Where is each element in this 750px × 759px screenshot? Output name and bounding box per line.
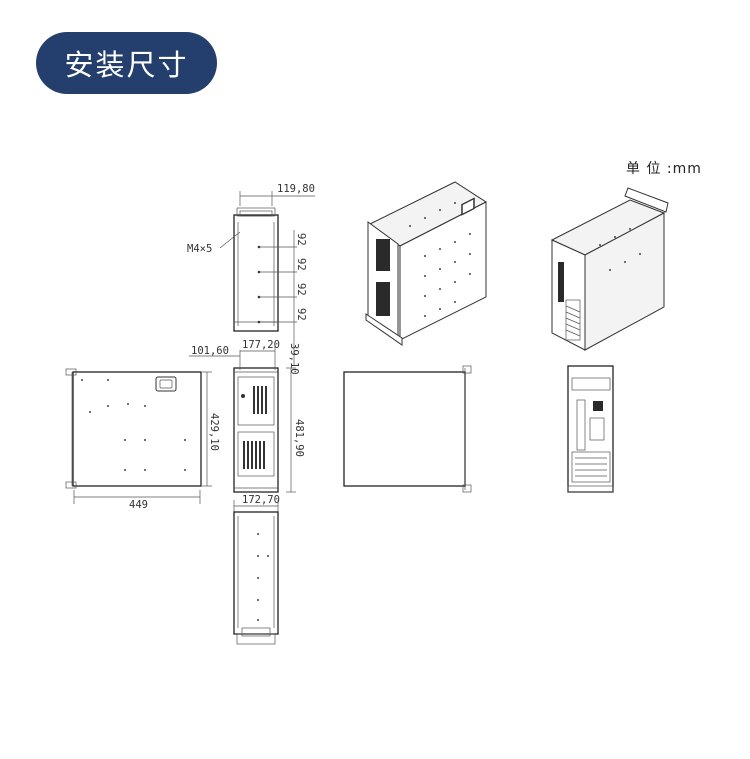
dim-pitch-3: 92 xyxy=(295,283,307,296)
side-view xyxy=(65,368,212,504)
dim-side-depth: 449 xyxy=(129,499,148,511)
isometric-view-front xyxy=(365,181,487,346)
front-vents xyxy=(243,386,267,469)
dim-top-width: 119,80 xyxy=(277,183,315,195)
dim-pitch-2: 92 xyxy=(295,258,307,271)
dim-pitch-1: 92 xyxy=(295,233,307,246)
dim-screw: M4×5 xyxy=(187,243,212,255)
title-badge: 安装尺寸 xyxy=(36,32,217,94)
page-title: 安装尺寸 xyxy=(64,48,189,82)
dim-front-gap: 39,10 xyxy=(288,343,300,375)
dim-front-offset: 101,60 xyxy=(191,345,229,357)
iso-dots xyxy=(409,202,471,317)
isometric-view-rear xyxy=(550,187,669,351)
front-view xyxy=(189,346,296,493)
dim-bottom-width: 172,70 xyxy=(242,494,280,506)
unit-label: 单 位 :mm xyxy=(626,161,702,177)
dim-side-height: 429,10 xyxy=(208,413,220,451)
right-side-view xyxy=(343,365,472,493)
dim-front-inner-width: 177,20 xyxy=(242,339,280,351)
top-view xyxy=(219,191,315,366)
dim-front-height: 481,90 xyxy=(293,419,305,457)
bottom-view xyxy=(233,500,279,645)
rear-view xyxy=(567,365,614,493)
dim-pitch-4: 92 xyxy=(295,308,307,321)
